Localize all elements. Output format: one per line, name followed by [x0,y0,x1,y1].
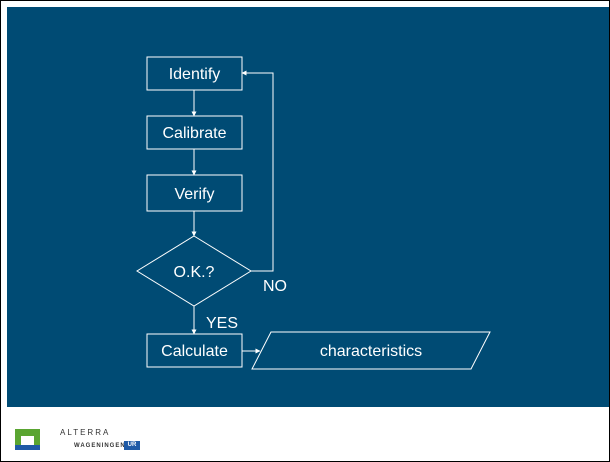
calculate-node: Calculate [146,333,243,368]
decision-node: O.K.? [136,235,252,307]
alterra-logo-icon [15,429,40,450]
identify-node: Identify [146,56,243,91]
logo-name: ALTERRA [60,428,111,437]
verify-label: Verify [174,186,214,203]
logo-subname: WAGENINGEN [74,443,126,449]
output-label: characteristics [320,343,422,360]
calibrate-label: Calibrate [162,125,226,142]
decision-label: O.K.? [174,264,215,281]
calculate-label: Calculate [161,343,228,360]
content-panel [7,7,609,407]
no-label: NO [263,278,287,295]
flowchart: Identify Calibrate Verify O.K.? NO YES [136,56,491,370]
logo-badge: UR [124,441,140,450]
edge-no-loop [241,70,274,272]
identify-label: Identify [169,66,221,83]
calibrate-node: Calibrate [146,115,243,150]
verify-node: Verify [146,174,243,212]
footer [1,407,609,461]
yes-label: YES [206,315,238,332]
output-node: characteristics [251,331,491,370]
